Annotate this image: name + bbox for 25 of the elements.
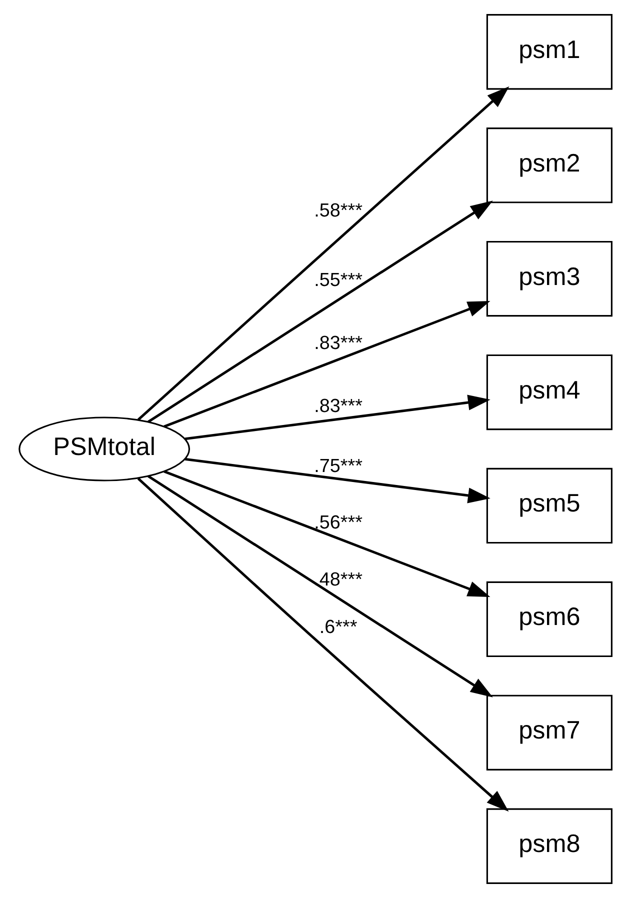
arrow <box>163 470 490 597</box>
arrow <box>136 478 508 812</box>
node-box: psm6 <box>486 581 612 658</box>
node-box: psm4 <box>486 354 612 430</box>
node-box: psm5 <box>486 468 612 544</box>
node-box: psm8 <box>486 808 612 884</box>
edge-label: .6*** <box>318 616 357 638</box>
node-box: psm1 <box>486 14 612 90</box>
arrow <box>136 86 509 421</box>
edge-label: .83*** <box>314 396 362 418</box>
arrow <box>147 200 492 423</box>
arrow <box>163 301 490 428</box>
edge-label: .48*** <box>314 569 362 590</box>
edge-label: .56*** <box>314 512 362 534</box>
node-box: psm7 <box>486 694 612 770</box>
arrow <box>184 394 490 440</box>
arrow <box>184 458 490 504</box>
node-ellipse: PSMtotal <box>18 416 190 482</box>
edge-label: .83*** <box>314 333 362 354</box>
node-box: psm2 <box>486 128 612 204</box>
edge-label: .75*** <box>314 456 362 478</box>
arrow <box>147 475 492 698</box>
edge-label: .55*** <box>314 270 362 292</box>
edge-label: .58*** <box>314 200 362 222</box>
node-box: psm3 <box>486 240 612 317</box>
